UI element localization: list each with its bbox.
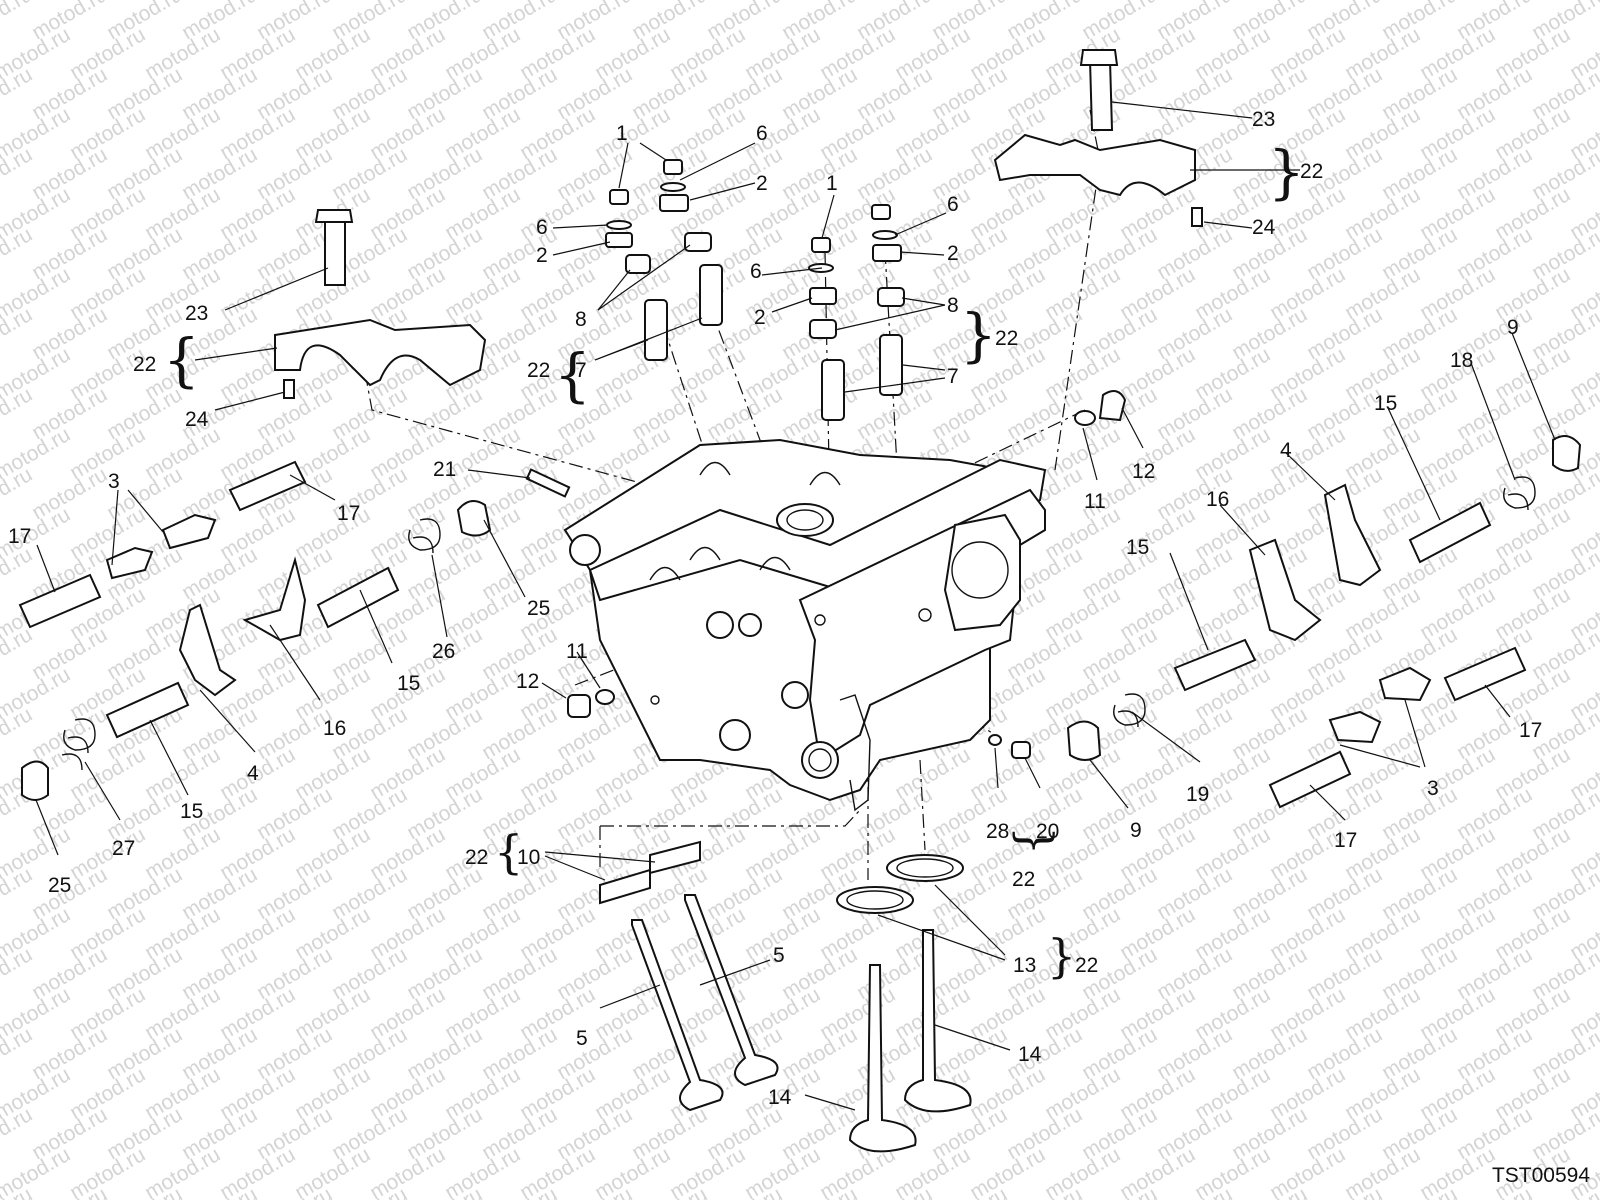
callout-5: 5 (576, 1027, 588, 1050)
callout-16: 16 (323, 717, 346, 740)
callout-17: 17 (1334, 829, 1357, 852)
callout-8: 8 (947, 294, 959, 317)
callout-22: 22 (1075, 954, 1098, 977)
group-brackets: { { } } { } } (163, 138, 1305, 983)
callout-1: 1 (616, 122, 628, 145)
bracket-right-cap: } (1268, 138, 1305, 206)
bracket-seats-13: } (1047, 929, 1076, 983)
callout-2: 2 (756, 172, 768, 195)
callout-22: 22 (1300, 160, 1323, 183)
right-rocker-parts (988, 390, 1582, 809)
callout-23: 23 (1252, 108, 1275, 131)
callout-22: 22 (995, 327, 1018, 350)
callout-3: 3 (108, 470, 120, 493)
callout-22: 22 (1012, 868, 1035, 891)
callout-9: 9 (1130, 819, 1142, 842)
callout-15: 15 (1374, 392, 1397, 415)
callout-8: 8 (575, 308, 587, 331)
callout-17: 17 (8, 525, 31, 548)
callout-labels: 1 6 2 6 2 8 7 22 1 6 2 6 2 8 22 7 23 22 … (8, 108, 1542, 1109)
leader-lines (35, 101, 1556, 1111)
drawing-code: TST00594 (1491, 1164, 1590, 1187)
callout-14: 14 (768, 1086, 792, 1109)
callout-9: 9 (1507, 316, 1519, 339)
left-rocker-parts (18, 460, 615, 801)
callout-4: 4 (1280, 439, 1292, 462)
valves-and-seats (599, 840, 972, 1153)
valve-hardware (605, 159, 905, 421)
bracket-seats-10: { (494, 825, 523, 879)
callout-10: 10 (517, 846, 540, 869)
callout-7: 7 (947, 365, 959, 388)
bracket-28-20: } (1009, 826, 1063, 855)
camshaft-cap-left (274, 209, 487, 399)
cylinder-head (563, 438, 1047, 812)
callout-27: 27 (112, 837, 135, 860)
callout-6: 6 (750, 260, 762, 283)
callout-4: 4 (247, 762, 259, 785)
callout-18: 18 (1450, 349, 1473, 372)
callout-2: 2 (754, 306, 766, 329)
callout-22: 22 (133, 353, 156, 376)
callout-23: 23 (185, 302, 208, 325)
callout-12: 12 (516, 670, 539, 693)
callout-24: 24 (185, 408, 209, 431)
callout-6: 6 (947, 193, 959, 216)
callout-28: 28 (986, 820, 1009, 843)
callout-22: 22 (465, 846, 488, 869)
callout-17: 17 (337, 502, 360, 525)
callout-22: 22 (527, 359, 550, 382)
callout-1: 1 (826, 172, 838, 195)
callout-6: 6 (756, 122, 768, 145)
callout-19: 19 (1186, 783, 1209, 806)
callout-2: 2 (536, 244, 548, 267)
callout-12: 12 (1132, 460, 1155, 483)
callout-15: 15 (397, 672, 420, 695)
callout-3: 3 (1427, 777, 1439, 800)
callout-14: 14 (1018, 1043, 1042, 1066)
callout-17: 17 (1519, 719, 1542, 742)
callout-11: 11 (566, 640, 588, 663)
bracket-left-cap: { (163, 326, 200, 394)
callout-24: 24 (1252, 216, 1276, 239)
callout-7: 7 (575, 359, 587, 382)
callout-25: 25 (527, 597, 550, 620)
camshaft-cap-right (993, 49, 1203, 227)
callout-6: 6 (536, 216, 548, 239)
bracket-right-valves: } (960, 301, 997, 369)
callout-21: 21 (433, 458, 456, 481)
callout-26: 26 (432, 640, 455, 663)
callout-5: 5 (773, 944, 785, 967)
callout-16: 16 (1206, 488, 1229, 511)
callout-15: 15 (1126, 536, 1149, 559)
bracket-left-valves: { (554, 341, 591, 409)
callout-20: 20 (1036, 820, 1059, 843)
callout-15: 15 (180, 800, 203, 823)
callout-11: 11 (1084, 490, 1106, 513)
callout-2: 2 (947, 242, 959, 265)
callout-25: 25 (48, 874, 71, 897)
callout-13: 13 (1013, 954, 1036, 977)
